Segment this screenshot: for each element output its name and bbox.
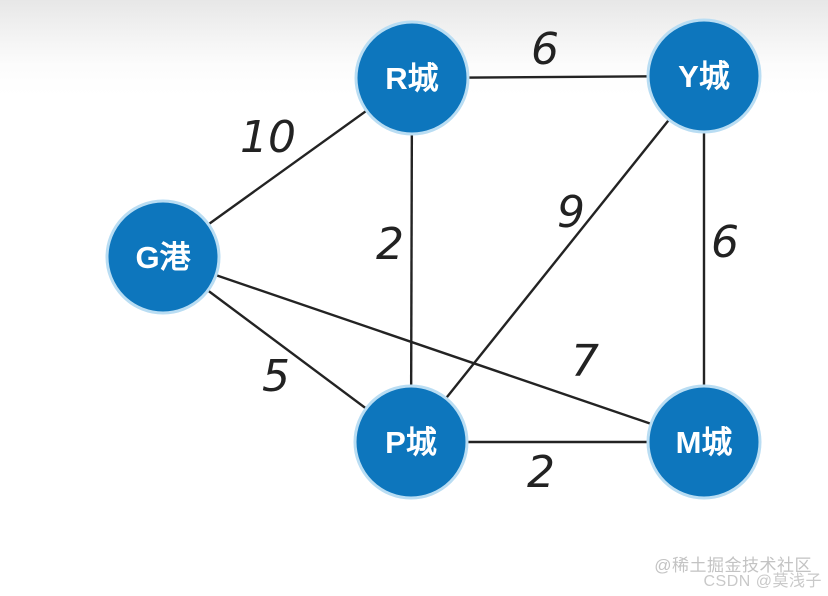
node-M-circle <box>646 384 762 500</box>
node-R-label: R城 <box>385 61 438 96</box>
node-R: R城 <box>354 20 470 136</box>
edge-weight-Y-M: 6 <box>711 217 739 268</box>
watermark-community: @稀土掘金技术社区 <box>654 556 812 575</box>
edge-weight-Y-P: 9 <box>557 187 585 238</box>
edge-weight-G-M: 7 <box>571 336 599 387</box>
node-M: M城 <box>646 384 762 500</box>
edge-weight-G-P: 5 <box>262 351 290 402</box>
edge-G-M <box>162 255 705 444</box>
node-Y: Y城 <box>646 18 762 134</box>
edge-Y-P <box>410 75 705 443</box>
node-G-circle <box>105 199 221 315</box>
edge-R-P <box>409 77 414 443</box>
node-M-label: M城 <box>676 425 733 460</box>
node-P-label: P城 <box>385 425 437 460</box>
node-R-circle <box>354 20 470 136</box>
node-Y-label: Y城 <box>678 59 730 94</box>
edge-weight-R-P: 2 <box>376 219 404 270</box>
node-G-label: G港 <box>135 240 191 275</box>
watermark-csdn-author: CSDN @莫浅子 <box>703 573 822 590</box>
edge-weight-G-R: 10 <box>240 112 296 163</box>
node-P-circle <box>353 384 469 500</box>
edge-weight-R-Y: 6 <box>531 24 559 75</box>
edge-weight-P-M: 2 <box>527 447 555 498</box>
node-P: P城 <box>353 384 469 500</box>
node-Y-circle <box>646 18 762 134</box>
node-G: G港 <box>105 199 221 315</box>
